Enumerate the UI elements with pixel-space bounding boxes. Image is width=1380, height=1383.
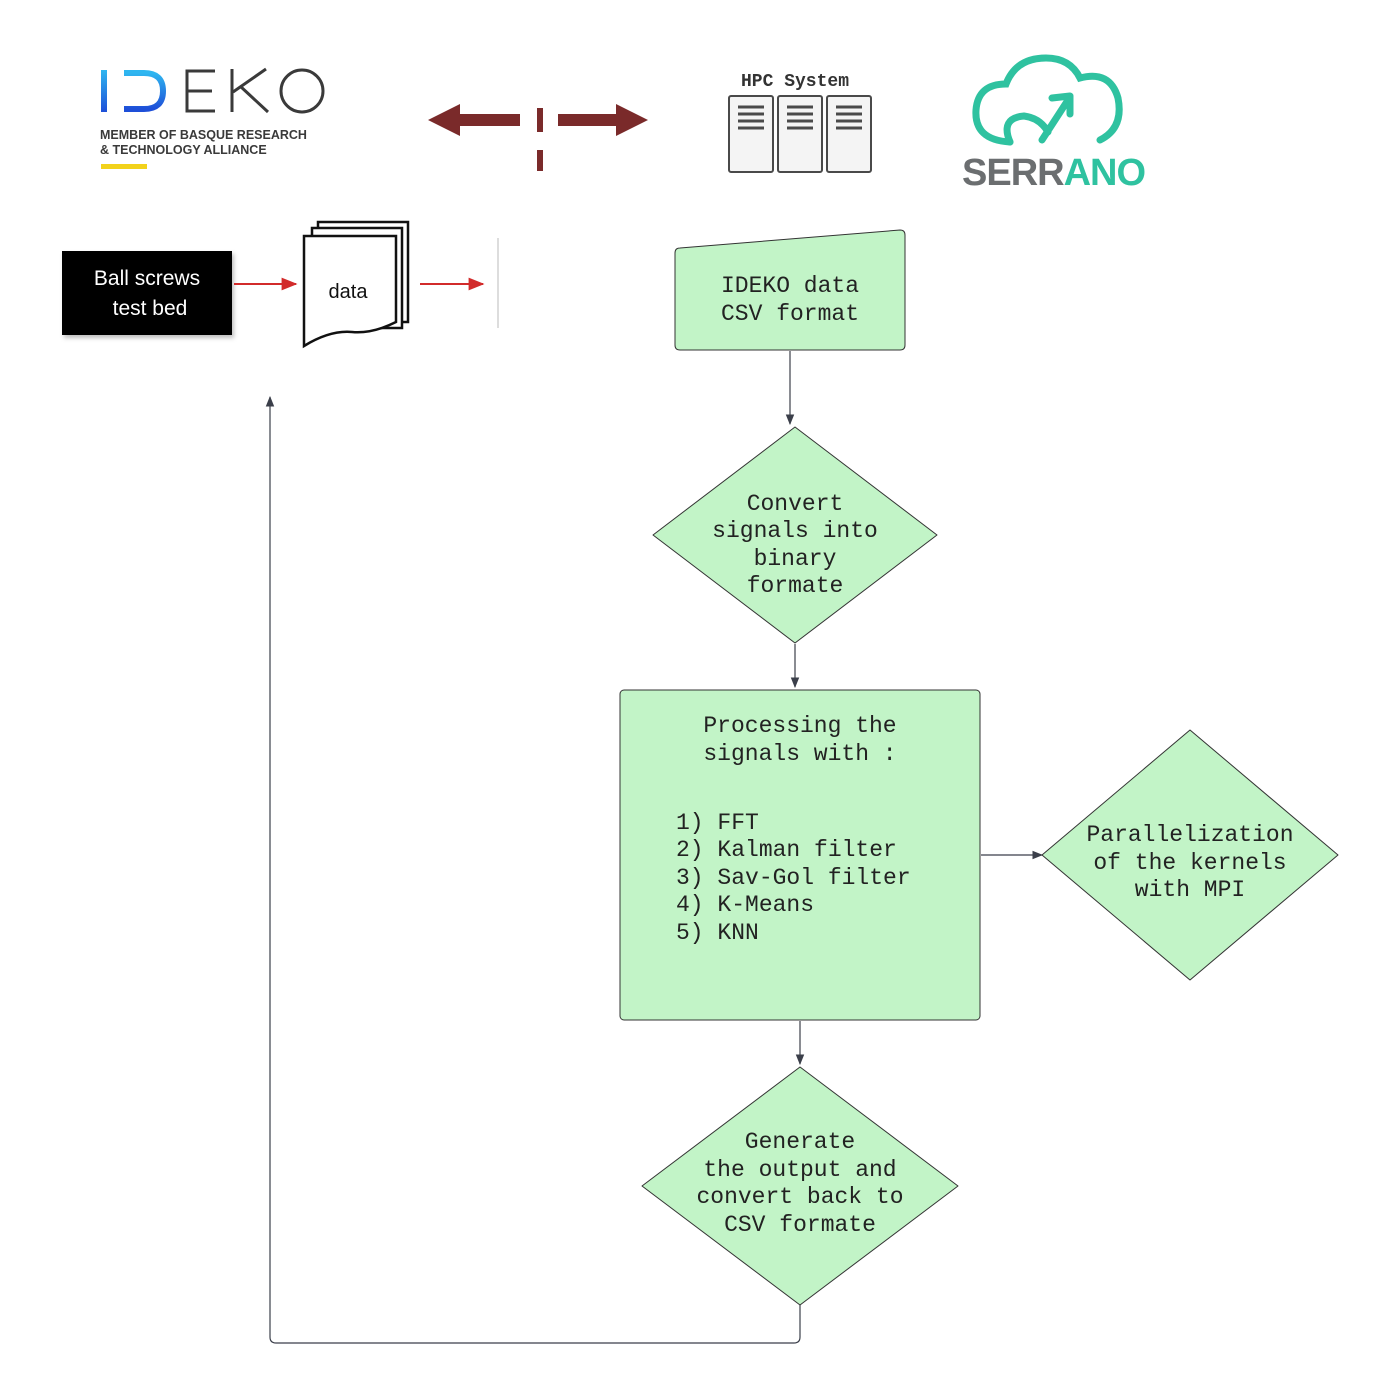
- node2-line-1: Convert: [747, 491, 844, 517]
- node-convert-signals: Convert signals into binary formate: [652, 426, 938, 644]
- node3-title-line-2: signals with :: [703, 741, 896, 767]
- node3-item-fft: 1) FFT: [676, 810, 759, 836]
- ideko-letter-d: [124, 70, 167, 112]
- node5-line-3: convert back to: [696, 1184, 903, 1210]
- node3-item-knn: 5) KNN: [676, 920, 759, 946]
- ideko-letter-i: [101, 70, 107, 112]
- node2-line-3: binary: [754, 546, 837, 572]
- node3-item-kalman: 2) Kalman filter: [676, 837, 897, 863]
- node-ideko-data-csv: IDEKO data CSV format: [674, 229, 906, 351]
- node1-line-2: CSV format: [721, 301, 859, 327]
- ideko-logo: MEMBER OF BASQUE RESEARCH & TECHNOLOGY A…: [100, 67, 325, 169]
- node3-title-line-1: Processing the: [703, 713, 896, 739]
- node4-line-3: with MPI: [1135, 877, 1245, 903]
- node2-line-4: formate: [747, 573, 844, 599]
- test-bed-box: Ball screws test bed: [62, 251, 232, 335]
- serrano-wordmark: SERRANO: [962, 152, 1145, 194]
- node3-item-kmeans: 4) K-Means: [676, 892, 814, 918]
- serrano-wordmark-dark: SERR: [962, 152, 1064, 194]
- node-generate-output: Generate the output and convert back to …: [641, 1066, 959, 1306]
- node-processing-signals: Processing the signals with : 1) FFT 2) …: [619, 689, 981, 1021]
- test-bed-label-line2: test bed: [113, 297, 188, 320]
- cloud-icon: [972, 54, 1123, 146]
- serrano-logo: SERRANO: [962, 54, 1146, 194]
- node5-line-1: Generate: [745, 1129, 855, 1155]
- node4-line-1: Parallelization: [1086, 822, 1293, 848]
- cloud-loop: [1003, 112, 1052, 146]
- test-bed-label-line1: Ball screws: [94, 267, 200, 290]
- hpc-system: HPC System: [728, 72, 872, 173]
- node2-line-2: signals into: [712, 518, 878, 544]
- node5-line-4: CSV formate: [724, 1212, 876, 1238]
- ideko-letter-o: [279, 68, 325, 114]
- node1-line-1: IDEKO data: [721, 273, 859, 299]
- feedback-loop-connector: [265, 395, 801, 1344]
- serrano-wordmark-accent: ANO: [1064, 152, 1145, 194]
- upload-arrow-icon: [1038, 92, 1074, 144]
- bidirectional-arrow-icon: [428, 104, 648, 171]
- ideko-underline: [101, 164, 147, 169]
- node4-line-2: of the kernels: [1093, 850, 1286, 876]
- ideko-letter-e: [185, 69, 215, 113]
- hpc-title: HPC System: [741, 72, 849, 92]
- connectors: [265, 351, 1044, 1344]
- data-label: data: [329, 281, 369, 303]
- ideko-letter-k: [230, 67, 270, 114]
- server-slots: [738, 105, 862, 130]
- node5-line-2: the output and: [703, 1157, 896, 1183]
- node3-item-savgol: 3) Sav-Gol filter: [676, 865, 911, 891]
- data-document-icon: data: [302, 220, 410, 349]
- ideko-tagline-line2: & TECHNOLOGY ALLIANCE: [100, 143, 267, 157]
- node-parallelization: Parallelization of the kernels with MPI: [1041, 729, 1339, 981]
- ideko-tagline-line1: MEMBER OF BASQUE RESEARCH: [100, 128, 307, 142]
